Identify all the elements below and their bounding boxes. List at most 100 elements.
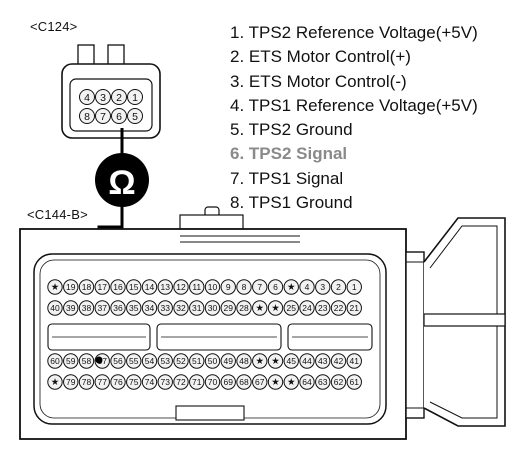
c144b-pin-14: 14 (141, 279, 158, 295)
c144b-pin-blank-number: ★ (255, 303, 264, 314)
c144b-pin-58: 58 (78, 353, 95, 369)
c144b-pin-55-number: 55 (129, 356, 139, 366)
c144b-pin-blank-socket (267, 374, 284, 390)
c124-pin-3-socket (95, 89, 111, 105)
c144b-pin-37-socket (94, 300, 110, 316)
c144b-pin-29-socket (220, 300, 236, 316)
c144b-pin-41-socket (346, 353, 362, 369)
c144b-pin-39-socket (63, 300, 79, 316)
c144b-pin-77-number: 77 (98, 377, 108, 387)
c144b-pin-48: 48 (236, 353, 252, 369)
c144b-pin-36-socket (110, 300, 126, 316)
c144b-pin-49-socket (220, 353, 236, 369)
c144b-pin-36: 36 (110, 300, 126, 316)
c144b-pin-10-number: 10 (208, 282, 218, 292)
c144b-pin-76-socket (110, 374, 126, 390)
c144b-pin-52-number: 52 (176, 356, 186, 366)
c144b-pin-36-number: 36 (113, 303, 123, 313)
c144b-pin-blank-socket (252, 353, 268, 369)
c124-pin-1-number: 1 (132, 92, 138, 104)
c144b-pin-33-socket (157, 300, 173, 316)
c144b-pin-blank-socket (283, 374, 299, 390)
c144b-pin-22: 22 (330, 300, 347, 316)
c144b-pin-50-socket (204, 353, 221, 369)
c144b-pin-28: 28 (236, 300, 252, 316)
c144b-pin-8-number: 8 (242, 282, 247, 292)
c144b-pin-77: 77 (94, 374, 110, 390)
c144b-pin-blank: ★ (283, 279, 299, 295)
c144b-pin-75-number: 75 (129, 377, 139, 387)
c144b-pin-59-socket (63, 353, 79, 369)
c144b-connector-label: <C144-B> (27, 207, 88, 222)
c144b-pin-62-number: 62 (334, 377, 344, 387)
c144b-pin-76-number: 76 (113, 377, 123, 387)
c144b-pin-41: 41 (346, 353, 362, 369)
c144b-pin-43-socket (315, 353, 331, 369)
c144b-bottom-slot (175, 405, 245, 421)
c144b-pin-68-socket (236, 374, 252, 390)
c144b-pin-70: 70 (204, 374, 221, 390)
c144b-pin-73: 73 (157, 374, 173, 390)
c144b-pin-12: 12 (173, 279, 189, 295)
c144b-pin-71-number: 71 (192, 377, 202, 387)
c144b-pin-61: 61 (346, 374, 362, 390)
c144b-pin-60-number: 60 (50, 356, 60, 366)
c144b-pin-3-number: 3 (320, 282, 325, 292)
legend-item-2: 2. ETS Motor Control(+) (230, 47, 411, 67)
c144b-pin-78-socket (78, 374, 95, 390)
c144b-pin-72: 72 (173, 374, 189, 390)
c144b-pin-3: 3 (315, 279, 331, 295)
c144b-pin-75-socket (126, 374, 142, 390)
c144b-pin-30-number: 30 (208, 303, 218, 313)
c144b-pin-blank-number: ★ (271, 356, 280, 367)
c144b-pin-6: 6 (267, 279, 284, 295)
c144b-pin-43-number: 43 (318, 356, 328, 366)
c144b-pin-67-socket (252, 374, 268, 390)
c144b-pin-blank: ★ (283, 374, 299, 390)
c124-pin-7: 7 (95, 108, 111, 124)
ohm-symbol: Ω (108, 164, 135, 202)
legend-item-7: 7. TPS1 Signal (230, 168, 344, 188)
c144b-pin-44: 44 (299, 353, 315, 369)
c144b-pin-69-number: 69 (224, 377, 234, 387)
c144b-pin-53: 53 (157, 353, 173, 369)
c144b-pin-35-socket (126, 300, 142, 316)
c144b-pin-6-number: 6 (273, 282, 278, 292)
c144b-connector (19, 206, 506, 440)
c144b-pin-15-socket (126, 279, 142, 295)
c144b-pin-15: 15 (126, 279, 142, 295)
c144b-pin-56-number: 56 (113, 356, 123, 366)
c144b-pin-31-number: 31 (192, 303, 202, 313)
c144b-pin-18-number: 18 (82, 282, 92, 292)
c144b-pin-9-number: 9 (226, 282, 231, 292)
c144b-pin-16-socket (110, 279, 126, 295)
c144b-pin-blank: ★ (47, 279, 63, 295)
c144b-pin-50-number: 50 (208, 356, 218, 366)
c144b-pin-blank-number: ★ (287, 377, 296, 388)
c144b-pin-11-socket (189, 279, 205, 295)
c144b-pin-52-socket (173, 353, 189, 369)
c144b-pin-54-number: 54 (145, 356, 155, 366)
c144b-separator-middle (156, 323, 282, 351)
c144b-pin-64-number: 64 (302, 377, 312, 387)
c144b-pin-4-number: 4 (305, 282, 310, 292)
c144b-pin-blank: ★ (267, 374, 284, 390)
c144b-pin-blank-number: ★ (51, 377, 60, 388)
c144b-pin-8-socket (236, 279, 252, 295)
c144b-pin-51-number: 51 (192, 356, 202, 366)
c144b-pin-16-number: 16 (113, 282, 123, 292)
c144b-pin-68: 68 (236, 374, 252, 390)
c144b-pin-60: 60 (47, 353, 63, 369)
c144b-pin-38-number: 38 (82, 303, 92, 313)
c144b-pin-blank: ★ (267, 353, 284, 369)
c144b-pin-71-socket (189, 374, 205, 390)
c124-pin-8-socket (79, 108, 95, 124)
c144b-pin-55: 55 (126, 353, 142, 369)
c144b-pin-71: 71 (189, 374, 205, 390)
c144b-pin-15-number: 15 (129, 282, 139, 292)
c144b-pin-79-socket (63, 374, 79, 390)
c144b-pin-32: 32 (173, 300, 189, 316)
c144b-pin-23-number: 23 (318, 303, 328, 313)
c144b-pin-61-socket (346, 374, 362, 390)
